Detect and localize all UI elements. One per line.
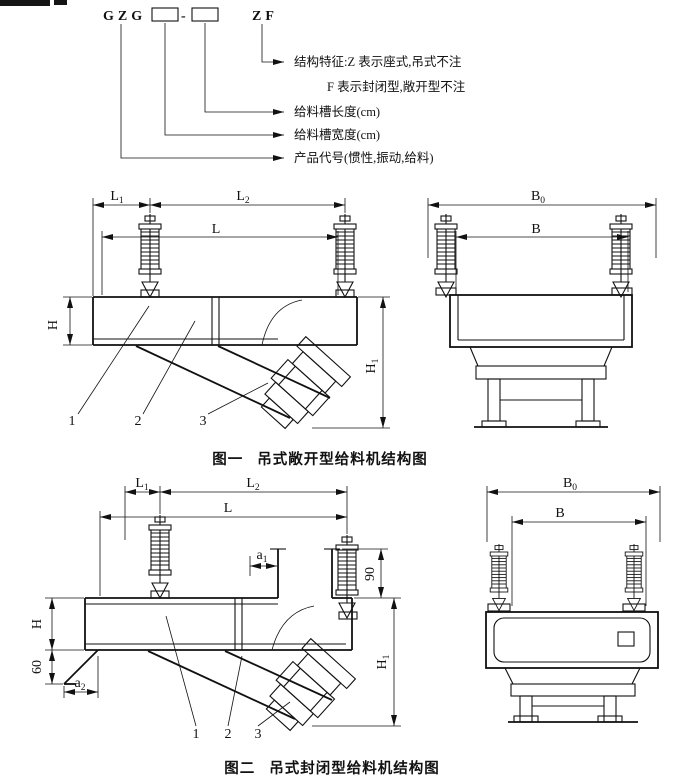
model-code-diagram: GZG - ZF 结构特征:Z 表示座式,吊式不注 F 表示封闭型,敞开型不注 …	[103, 7, 466, 165]
dim-label-B: B	[555, 506, 564, 521]
hanger-assembly	[609, 213, 633, 298]
fig2-dimension-lines	[45, 486, 401, 727]
hanger-assembly	[489, 543, 509, 611]
hanger-assembly	[148, 514, 172, 599]
vibrator-motor	[255, 638, 356, 741]
model-code-dash: -	[181, 9, 190, 24]
dim-label-H1: H1	[364, 358, 381, 373]
part-number-2: 2	[135, 414, 142, 429]
fig1-endview-dimension-lines	[427, 198, 657, 292]
model-code-suffix: ZF	[252, 9, 278, 24]
dim-label-90: 90	[363, 567, 378, 581]
fig1-dimension-lines	[63, 198, 390, 429]
dim-label-a2: a2	[75, 676, 86, 693]
fig1-endview-outline	[435, 287, 633, 428]
figure2-end-view: B0 B	[485, 476, 661, 723]
callout-leader-lines	[120, 23, 284, 161]
callout-trough-length: 给料槽长度(cm)	[294, 104, 380, 119]
hanger-assembly	[434, 213, 458, 298]
callout-trough-width: 给料槽宽度(cm)	[294, 127, 380, 142]
part-number-3: 3	[255, 727, 262, 742]
hanger-assembly	[138, 213, 162, 298]
figure2-caption: 图二吊式封闭型给料机结构图	[224, 759, 440, 777]
figure1-end-view: B0 B	[427, 189, 657, 428]
part-number-2: 2	[225, 727, 232, 742]
dim-label-H: H	[46, 320, 61, 330]
dim-label-L1: L1	[110, 189, 124, 206]
model-code-box-width	[151, 7, 179, 22]
callout-product-code: 产品代号(惯性,振动,给料)	[294, 150, 434, 165]
dim-label-B0: B0	[563, 476, 577, 493]
figure2-side-view: L1 L2 L a1 90 H 60 a2 H1 1 2 3	[30, 476, 401, 742]
callout-structural-feature-line2: F 表示封闭型,敞开型不注	[327, 79, 466, 94]
dim-label-L: L	[212, 222, 221, 237]
figure1-caption: 图一吊式敞开型给料机结构图	[212, 450, 428, 468]
fig2-trough-outline	[63, 548, 358, 720]
part-number-1: 1	[193, 727, 200, 742]
fig2-endview-dimension-lines	[486, 486, 661, 606]
dim-label-a1: a1	[257, 548, 268, 565]
figure1-side-view: L1 L2 L H H1 1 2 3	[46, 189, 390, 439]
dim-label-60: 60	[30, 660, 45, 674]
part-number-3: 3	[200, 414, 207, 429]
dim-label-H1: H1	[375, 654, 392, 669]
model-code-prefix: GZG	[103, 9, 146, 24]
model-code-box-length	[191, 7, 219, 22]
dim-label-H: H	[30, 619, 45, 629]
dim-label-L2: L2	[236, 189, 250, 206]
hanger-assembly	[333, 213, 357, 298]
dim-label-B0: B0	[531, 189, 545, 206]
dim-label-L1: L1	[135, 476, 149, 493]
dim-label-L2: L2	[246, 476, 260, 493]
fig2-endview-outline	[485, 603, 659, 723]
part-number-1: 1	[69, 414, 76, 429]
hanger-assembly	[624, 543, 644, 611]
callout-structural-feature: 结构特征:Z 表示座式,吊式不注	[294, 54, 462, 69]
hanger-assembly	[335, 534, 359, 619]
dim-label-L: L	[224, 501, 233, 516]
vibrator-motor	[250, 336, 351, 439]
scan-artifact	[0, 0, 67, 6]
dim-label-B: B	[531, 222, 540, 237]
fig1-trough-outline	[92, 289, 358, 419]
